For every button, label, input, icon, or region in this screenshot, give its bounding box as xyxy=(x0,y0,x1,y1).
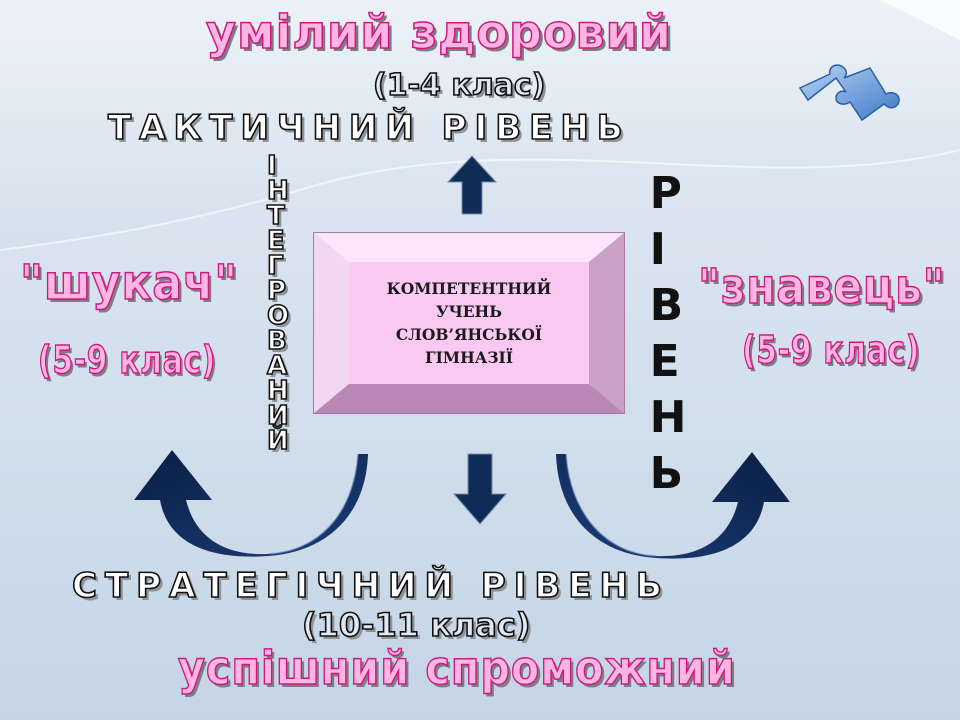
curved-arrow-left-icon xyxy=(134,450,368,557)
bottom-grades-text: (10-11 клас) xyxy=(301,605,531,645)
vertical-letter: Г xyxy=(266,251,284,281)
center-box: КОМПЕТЕНТНИЙ УЧЕНЬ СЛОВ’ЯНСЬКОЇ ГІМНАЗІЇ xyxy=(313,232,625,414)
vertical-letter: В xyxy=(649,280,684,331)
vertical-letter: Н xyxy=(266,376,289,406)
top-traits-text: умілий здоровий xyxy=(205,4,673,60)
arrow-down-icon xyxy=(452,453,508,525)
vertical-letter: Н xyxy=(266,176,289,206)
vertical-letter: І xyxy=(649,224,666,275)
vertical-letter: Ь xyxy=(649,448,684,499)
vertical-letter: Т xyxy=(266,201,285,231)
vertical-letter: Н xyxy=(649,392,687,443)
seeker-role-text: "шукач" xyxy=(19,254,239,312)
curved-arrow-right-icon xyxy=(556,452,790,559)
vertical-letter: Р xyxy=(266,276,287,306)
vertical-letter: Е xyxy=(266,226,285,256)
knower-role-text: "знавець" xyxy=(697,258,946,316)
vertical-letter: Р xyxy=(649,168,682,219)
vertical-letter: В xyxy=(266,326,287,356)
vertical-letter: И xyxy=(266,401,289,431)
left-grades-text: (5-9 клас) xyxy=(37,337,217,383)
top-grades-text: (1-4 клас) xyxy=(372,67,546,104)
tactical-level-text: ТАКТИЧНИЙ РІВЕНЬ xyxy=(107,107,631,149)
center-title: КОМПЕТЕНТНИЙ УЧЕНЬ СЛОВ’ЯНСЬКОЇ ГІМНАЗІЇ xyxy=(386,279,552,367)
right-grades-text: (5-9 клас) xyxy=(741,327,921,373)
strategic-level-text: СТРАТЕГІЧНИЙ РІВЕНЬ xyxy=(71,565,670,607)
vertical-letter: О xyxy=(266,301,290,331)
bottom-traits-text: успішний спроможний xyxy=(177,640,736,696)
vertical-letter: А xyxy=(266,351,288,381)
vertical-letter: І xyxy=(266,151,277,181)
vertical-letter: Е xyxy=(649,336,680,387)
arrow-up-icon xyxy=(446,155,498,215)
vertical-letter: Й xyxy=(266,426,289,456)
puzzle-piece-icon xyxy=(798,64,900,122)
